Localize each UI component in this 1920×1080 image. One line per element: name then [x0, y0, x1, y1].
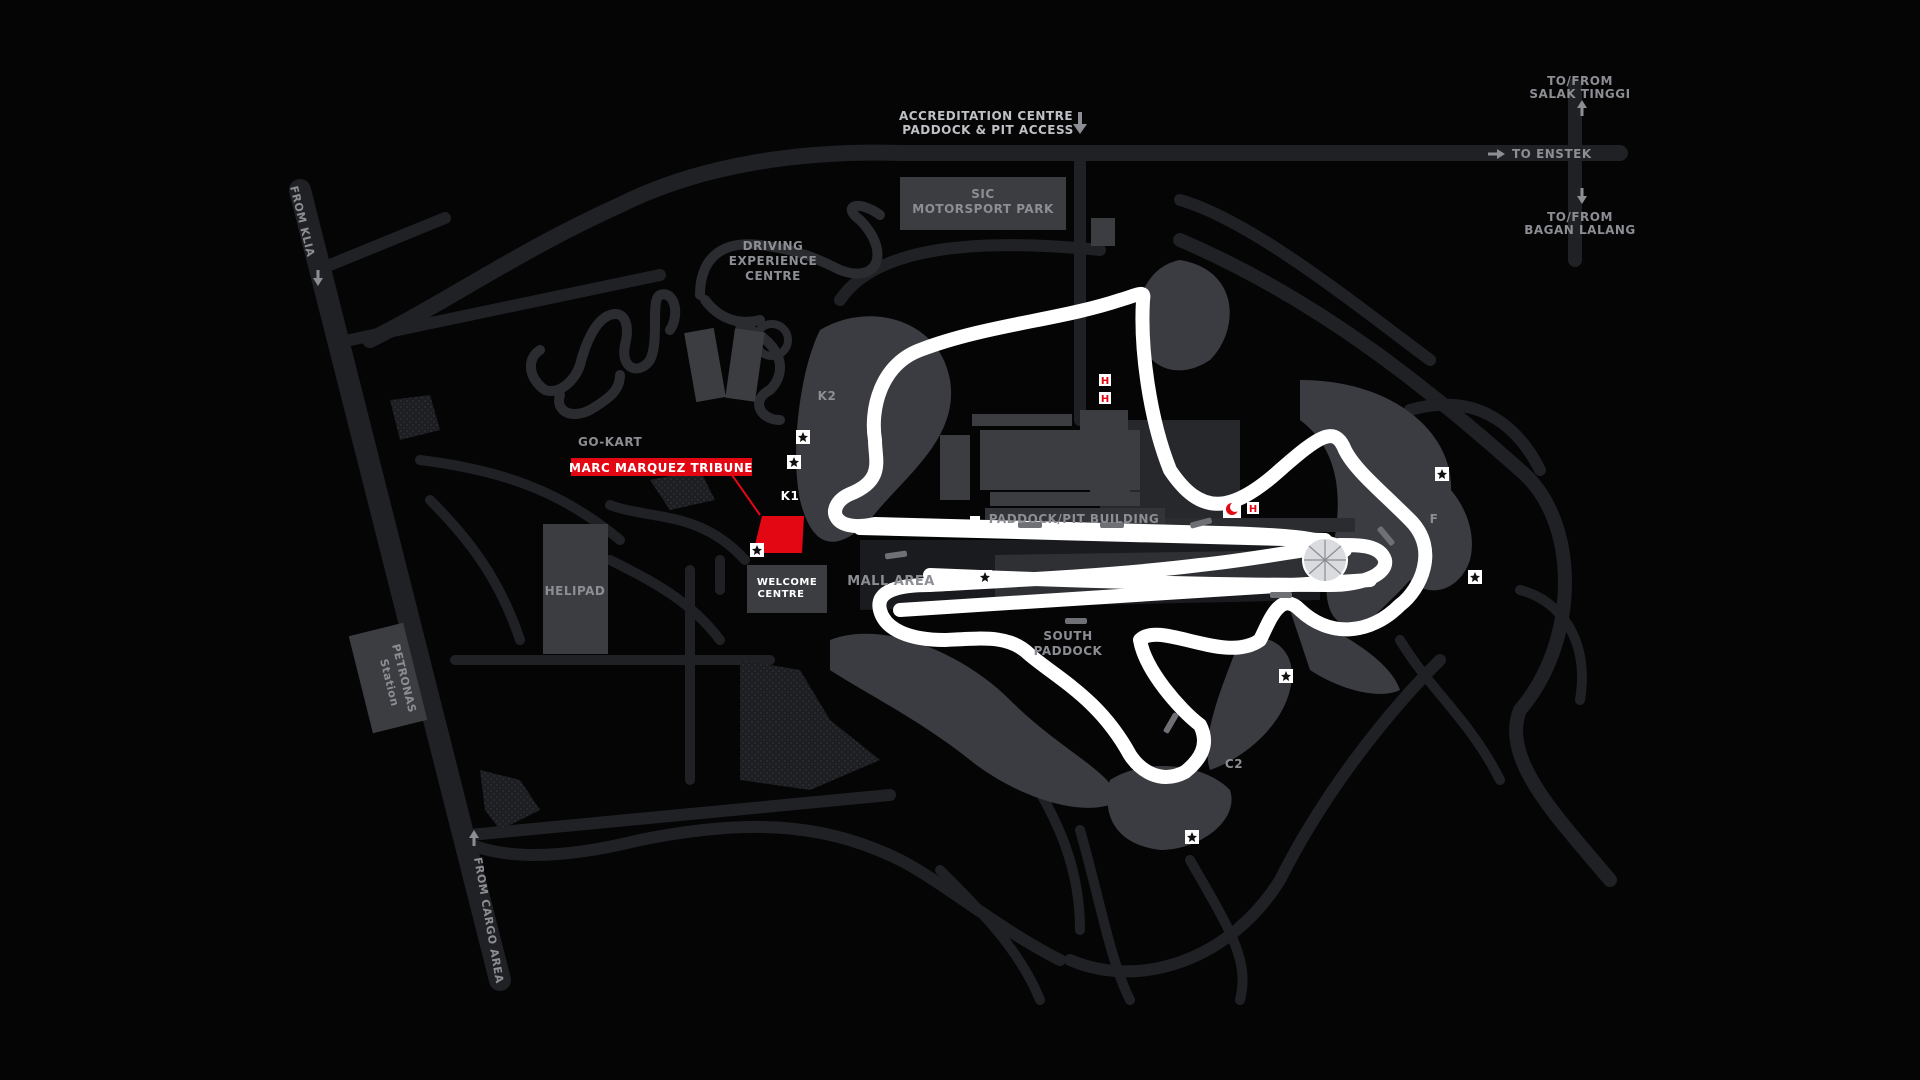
buildings [348, 177, 1355, 734]
c2-label: C2 [1225, 757, 1243, 771]
track-markers [884, 516, 1395, 734]
to-enstek-label: TO ENSTEK [1512, 147, 1592, 161]
road-network [289, 78, 1628, 1005]
driving-label-2: EXPERIENCE [729, 254, 817, 268]
salak-label-2: SALAK TINGGI [1529, 87, 1630, 101]
go-kart-label: GO-KART [578, 435, 643, 449]
salak-label-1: TO/FROM [1547, 74, 1613, 88]
sic-label-1: SIC [971, 187, 994, 201]
petronas-station-building [348, 622, 428, 734]
h-icon [1099, 374, 1111, 387]
welcome-label-2: CENTRE [758, 589, 805, 600]
marc-marquez-tribune-callout[interactable]: MARC MARQUEZ TRIBUNE [569, 458, 753, 476]
tribune-callout-line [731, 474, 761, 516]
arrow-right-icon [1488, 149, 1505, 159]
map-labels: ACCREDITATION CENTRE PADDOCK & PIT ACCES… [287, 74, 1636, 984]
amenity-icon [1435, 467, 1449, 481]
driving-label-3: CENTRE [745, 269, 801, 283]
k2-label: K2 [818, 389, 837, 403]
race-track-main-straight [853, 521, 1332, 547]
amenity-icon [1279, 669, 1293, 683]
welcome-label-1: WELCOME [757, 577, 817, 588]
amenity-icon [1468, 570, 1482, 584]
driving-label-1: DRIVING [743, 239, 804, 253]
fan-rays [1304, 540, 1346, 581]
bagan-label-2: BAGAN LALANG [1524, 223, 1636, 237]
wooded-areas [390, 395, 880, 830]
south-paddock-label-2: PADDOCK [1034, 644, 1103, 658]
amenity-icon [1185, 830, 1199, 844]
mall-area-label: MALL AREA [847, 574, 935, 589]
amenity-icon [787, 455, 801, 469]
arrow-down-icon [313, 270, 323, 286]
arrow-down-icon [1577, 188, 1587, 204]
arrow-icons [313, 100, 1587, 846]
accreditation-label-2: PADDOCK & PIT ACCESS [902, 123, 1074, 137]
marc-marquez-tribune-label: MARC MARQUEZ TRIBUNE [569, 461, 753, 475]
race-track-back-straight [893, 573, 1377, 617]
accreditation-label-1: ACCREDITATION CENTRE [899, 109, 1073, 123]
amenity-icon [796, 430, 810, 444]
amenity-icon [978, 570, 992, 584]
bagan-label-1: TO/FROM [1547, 210, 1613, 224]
arrow-up-icon [469, 830, 479, 846]
arrow-up-icon [1577, 100, 1587, 116]
arrow-down-icon [1073, 112, 1087, 134]
sic-motorsport-park-building [900, 177, 1066, 230]
h-icon [1099, 392, 1111, 405]
paddock-pit-building-label: PADDOCK/PIT BUILDING [989, 512, 1160, 526]
helipad-label: HELIPAD [545, 584, 606, 598]
k1-label: K1 [781, 489, 800, 503]
crescent-icon [1223, 500, 1241, 518]
amenity-icon [750, 543, 764, 557]
helipad-area [543, 524, 608, 654]
h-icon [1247, 502, 1259, 515]
sic-label-2: MOTORSPORT PARK [912, 202, 1054, 216]
welcome-centre-building [747, 565, 827, 613]
south-paddock-label-1: SOUTH [1043, 629, 1092, 643]
marc-marquez-tribune-grandstand[interactable] [753, 516, 804, 553]
driving-experience-track [695, 200, 885, 425]
f-label: F [1430, 512, 1439, 526]
go-kart-track [526, 289, 681, 419]
